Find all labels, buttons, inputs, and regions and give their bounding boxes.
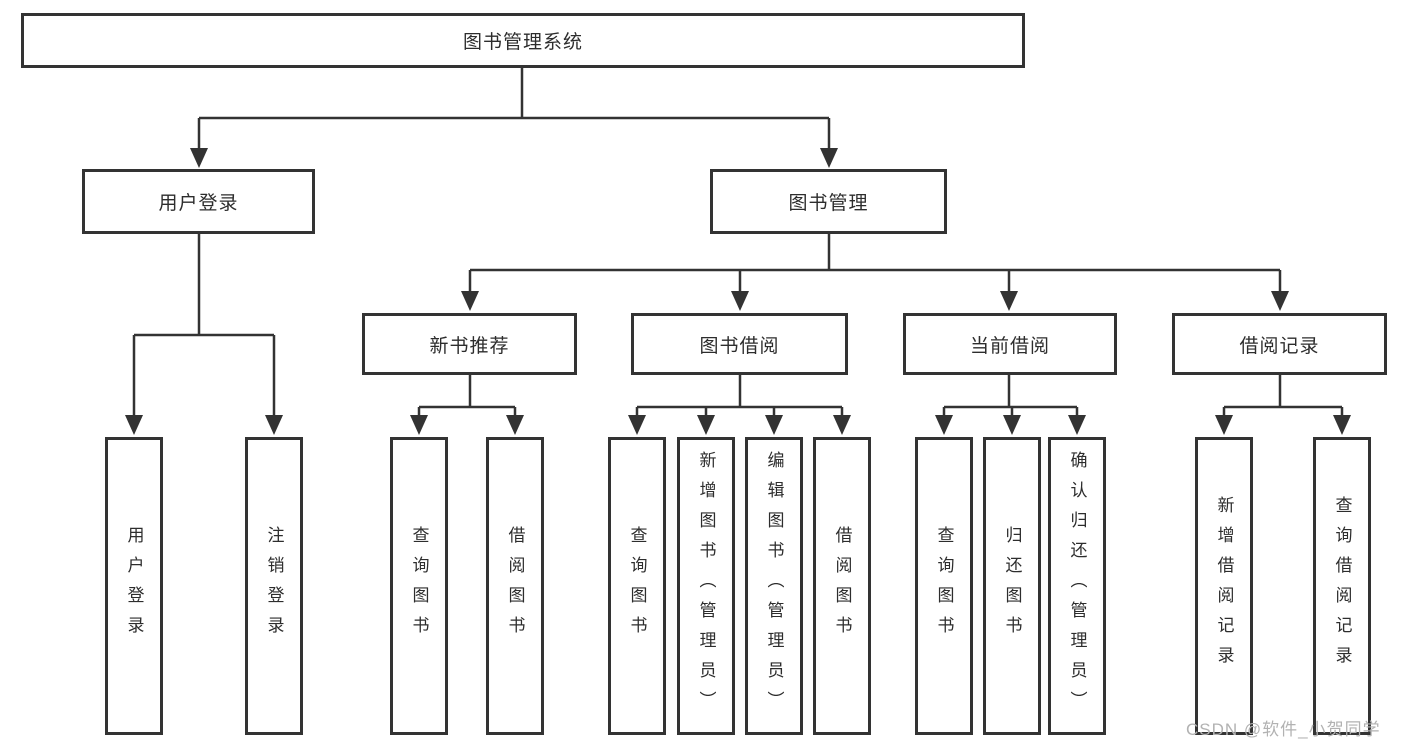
edge-bookmgmt-to-level3 <box>468 234 1282 298</box>
node-new-book-recommend: 新书推荐 <box>362 313 577 375</box>
node-book-borrow: 图书借阅 <box>631 313 848 375</box>
edge-borrow-to-leaves <box>635 375 844 424</box>
edge-newbook-to-leaves <box>417 375 517 424</box>
leaf-edit-books-admin-label: 编辑图书（管理员） <box>764 451 784 721</box>
leaf-search-books-current-label: 查询图书 <box>934 526 954 646</box>
leaf-search-borrow-record-label: 查询借阅记录 <box>1332 496 1352 676</box>
node-book-management-label: 图书管理 <box>788 193 869 214</box>
leaf-confirm-return-admin-label: 确认归还（管理员） <box>1067 451 1087 721</box>
leaf-return-books: 归还图书 <box>983 437 1041 735</box>
leaf-borrow-books-label: 借阅图书 <box>832 526 852 646</box>
node-user-login-label: 用户登录 <box>158 193 239 214</box>
leaf-edit-books-admin: 编辑图书（管理员） <box>745 437 803 735</box>
node-root: 图书管理系统 <box>21 13 1025 68</box>
edge-record-to-leaves <box>1222 375 1344 424</box>
node-book-borrow-label: 图书借阅 <box>699 335 780 357</box>
leaf-confirm-return-admin: 确认归还（管理员） <box>1048 437 1106 735</box>
leaf-add-books-admin: 新增图书（管理员） <box>677 437 735 735</box>
node-book-management: 图书管理 <box>710 169 947 234</box>
leaf-add-borrow-record-label: 新增借阅记录 <box>1214 496 1234 676</box>
leaf-search-books-recommend-label: 查询图书 <box>409 526 429 646</box>
leaf-user-login-label: 用户登录 <box>124 526 144 646</box>
leaf-search-books-borrow: 查询图书 <box>608 437 666 735</box>
csdn-watermark: CSDN @软件_小贺同学 <box>1186 720 1381 739</box>
leaf-search-books-current: 查询图书 <box>915 437 973 735</box>
leaf-add-borrow-record: 新增借阅记录 <box>1195 437 1253 735</box>
leaf-borrow-books-recommend-label: 借阅图书 <box>505 526 525 646</box>
leaf-add-books-admin-label: 新增图书（管理员） <box>696 451 716 721</box>
leaf-logout-login-label: 注销登录 <box>264 526 284 646</box>
leaf-borrow-books: 借阅图书 <box>813 437 871 735</box>
leaf-user-login: 用户登录 <box>105 437 163 735</box>
arrowheads <box>125 148 1351 435</box>
edge-root-to-level2 <box>197 68 831 155</box>
edge-userlogin-to-leaves <box>132 234 276 424</box>
node-borrow-record-label: 借阅记录 <box>1239 335 1320 357</box>
node-new-book-recommend-label: 新书推荐 <box>429 335 510 357</box>
node-root-label: 图书管理系统 <box>462 32 583 53</box>
node-current-borrow-label: 当前借阅 <box>969 335 1050 357</box>
node-borrow-record: 借阅记录 <box>1172 313 1387 375</box>
leaf-borrow-books-recommend: 借阅图书 <box>486 437 544 735</box>
leaf-logout-login: 注销登录 <box>245 437 303 735</box>
leaf-search-borrow-record: 查询借阅记录 <box>1313 437 1371 735</box>
leaf-search-books-borrow-label: 查询图书 <box>627 526 647 646</box>
leaf-return-books-label: 归还图书 <box>1002 526 1022 646</box>
node-current-borrow: 当前借阅 <box>903 313 1117 375</box>
leaf-search-books-recommend: 查询图书 <box>390 437 448 735</box>
node-user-login: 用户登录 <box>82 169 315 234</box>
